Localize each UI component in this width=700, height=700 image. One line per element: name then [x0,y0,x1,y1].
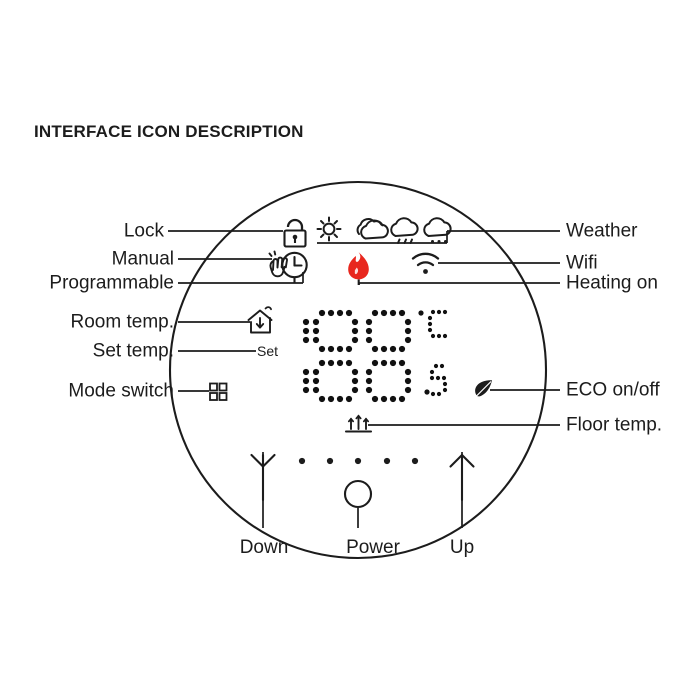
callout-label-eco: ECO on/off [566,379,660,401]
thermostat-body-circle [168,180,548,560]
callout-label-wifi: Wifi [566,252,598,274]
lcd-row1-digit1 [302,318,310,344]
lcd-unit-celsius [418,309,448,339]
leader-lines [168,230,560,528]
callout-label-weather: Weather [566,220,638,242]
callout-label-up: Up [449,537,475,558]
lcd-unit-secondary [424,363,448,397]
power-circle-icon[interactable] [343,479,373,509]
callout-label-mode-switch: Mode switch [68,380,174,402]
snow-cloud-icon [423,217,452,243]
lcd-row2-digit1 [302,368,310,394]
callout-label-manual: Manual [111,248,174,270]
cloud-icon [356,218,389,240]
floor-heating-icon [344,414,373,433]
progress-dot [298,457,306,465]
callout-label-floor-temp: Floor temp. [566,414,663,436]
rain-cloud-icon [390,217,419,244]
callout-label-room-temp: Room temp. [70,311,174,333]
set-text-icon: Set [257,343,278,359]
lcd-row2-digit3 [365,359,412,403]
house-thermometer-icon [247,306,273,334]
flame-icon [348,252,369,285]
callout-label-down: Down [239,537,289,558]
lcd-row1-digit2 [312,309,359,353]
grid-four-squares-icon[interactable] [209,382,228,401]
progress-dot [383,457,391,465]
lcd-row2-digit2 [312,359,359,403]
progress-dot [354,457,362,465]
progress-dot [411,457,419,465]
down-arrow-icon[interactable] [250,453,276,502]
callout-label-programmable: Programmable [49,272,174,294]
callout-label-set-temp: Set temp. [92,340,174,362]
callout-label-heating-on: Heating on [566,272,658,294]
svg-text:Set: Set [257,343,278,359]
wifi-icon[interactable] [411,252,440,274]
up-arrow-icon[interactable] [449,453,475,502]
callout-label-lock: Lock [123,220,164,242]
lcd-display [302,309,448,403]
leaf-icon[interactable] [475,380,492,398]
page-title: INTERFACE ICON DESCRIPTION [34,122,304,141]
callout-label-power: Power [346,537,400,558]
clock-icon[interactable] [281,251,308,283]
progress-dot [326,457,334,465]
lcd-row1-digit3 [365,309,412,353]
lock-icon[interactable] [283,218,307,248]
sun-icon [316,216,342,242]
progress-dots [298,457,419,465]
